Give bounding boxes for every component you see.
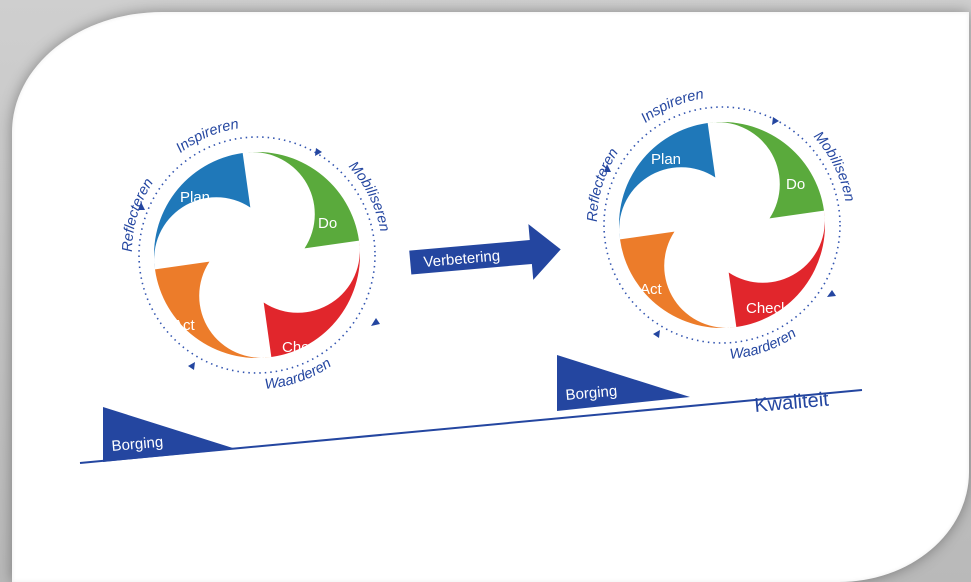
label-do-left: Do	[318, 215, 337, 232]
borging-label-right: Borging	[565, 383, 618, 404]
ring-arrow-icon	[604, 164, 611, 172]
label-check-left: Check	[282, 339, 325, 356]
segment-plan-right[interactable]	[606, 123, 722, 240]
ring-label-top-right: Inspireren	[638, 86, 705, 126]
ring-arrow-icon	[315, 148, 322, 156]
pdca-cycle-right: Plan Do Check Act Inspireren Mobiliseren…	[585, 86, 857, 363]
ring-arrow-icon	[138, 202, 145, 210]
ring-label-top-left: Inspireren	[173, 116, 240, 156]
segment-act-right[interactable]	[620, 225, 737, 341]
ring-arrow-icon	[653, 330, 660, 338]
segment-do-left[interactable]	[242, 139, 359, 255]
borging-label-left: Borging	[111, 434, 164, 455]
pdca-cycle-left: Plan Do Check Act Inspireren Mobiliseren…	[120, 116, 392, 393]
label-plan-right: Plan	[651, 151, 681, 168]
verbetering-arrow: Verbetering	[409, 224, 561, 280]
label-act-left: Act	[173, 317, 196, 334]
kwaliteit-label: Kwaliteit	[754, 389, 831, 417]
ring-label-bottom-left: Waarderen	[264, 355, 334, 392]
label-check-right: Check	[746, 300, 789, 317]
ring-arrow-icon	[188, 362, 195, 370]
segment-do-right[interactable]	[707, 109, 824, 225]
label-do-right: Do	[786, 176, 805, 193]
ring-label-bottom-right: Waarderen	[729, 325, 799, 362]
verbetering-label: Verbetering	[423, 247, 501, 271]
ring-label-left-right: Reflecteren	[585, 146, 622, 223]
borging-wedge-left: Borging	[103, 407, 236, 462]
borging-wedge-right: Borging	[557, 355, 690, 411]
ring-label-left-left: Reflecteren	[120, 176, 157, 253]
label-act-right: Act	[640, 281, 663, 298]
ring-arrow-icon	[827, 290, 836, 297]
label-plan-left: Plan	[180, 189, 210, 206]
segment-check-right[interactable]	[722, 210, 838, 327]
cycle-hole-left	[210, 208, 304, 302]
ring-arrow-icon	[772, 117, 779, 125]
segment-check-left[interactable]	[257, 240, 373, 357]
dotted-ring-left	[138, 136, 380, 374]
dotted-ring-right	[603, 106, 841, 344]
ring-arrow-icon	[371, 318, 380, 326]
segment-plan-left[interactable]	[141, 153, 257, 270]
segment-act-left[interactable]	[155, 255, 272, 371]
cycle-hole-right	[675, 178, 769, 272]
